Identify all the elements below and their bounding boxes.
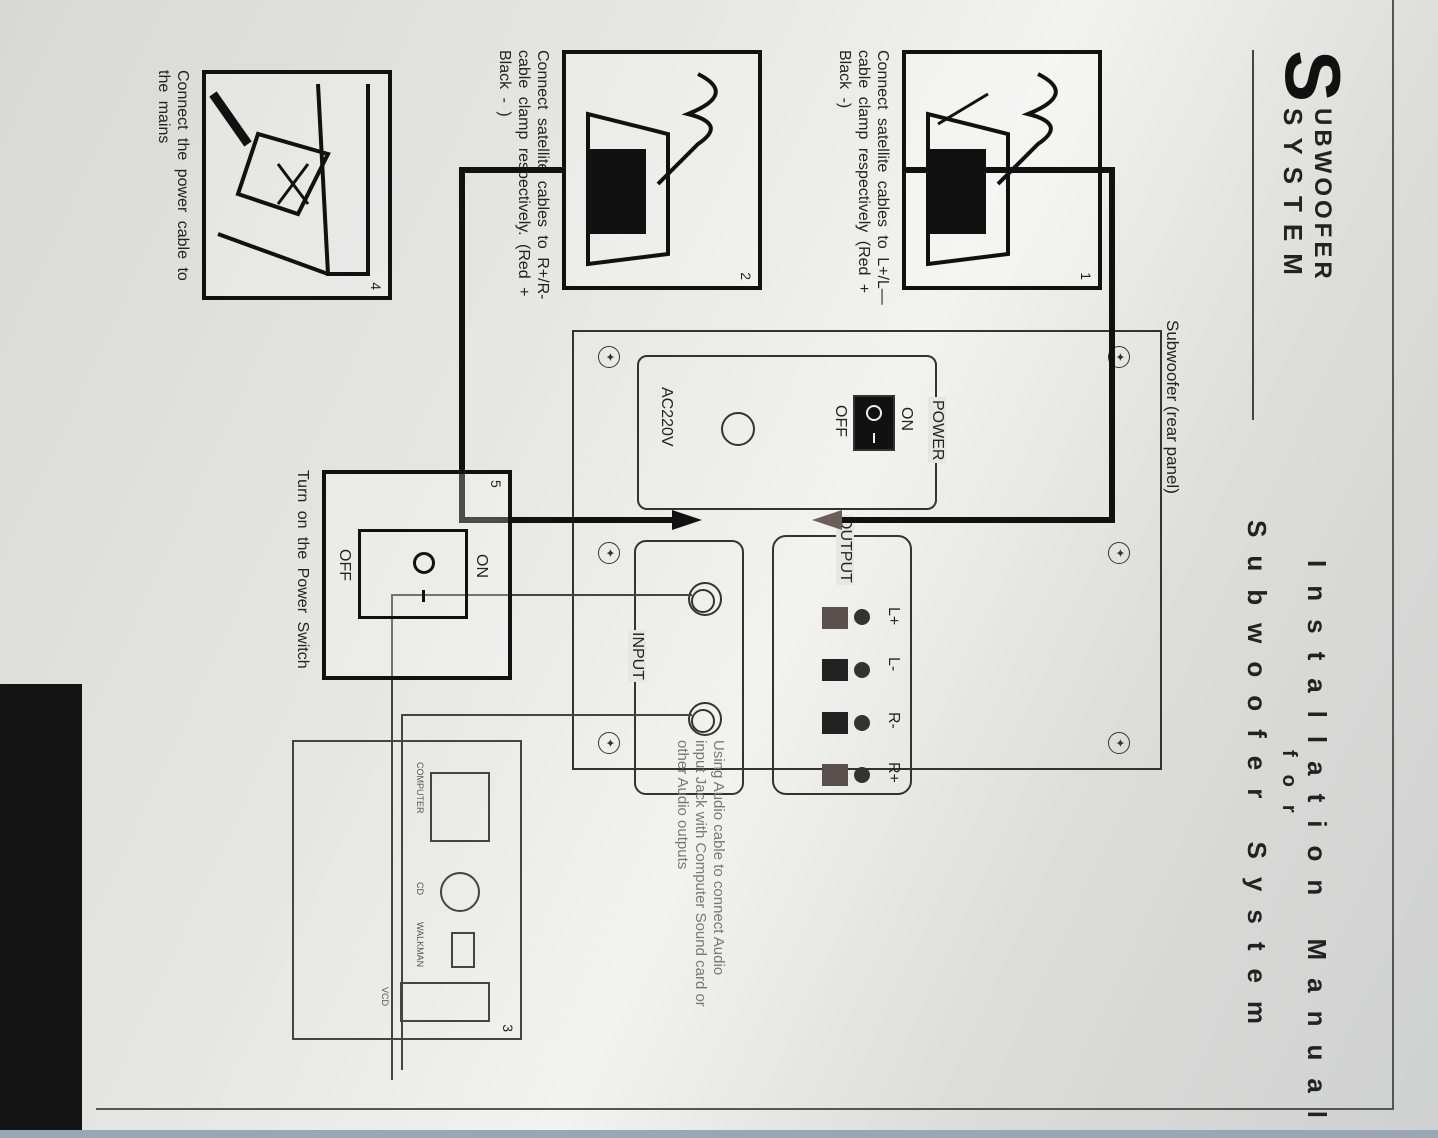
audio-cable-left: [391, 594, 692, 1080]
step-3-caption: Using Audio cable to connect Audio input…: [674, 740, 727, 1007]
background-strip: [0, 1130, 1438, 1138]
computer-monitor-icon: [430, 772, 490, 842]
power-plug-icon: [209, 83, 370, 276]
manual-page: S UBWOOFER SYSTEM Installation Manual fo…: [92, 0, 1392, 1136]
satellite-speaker-icon: [586, 72, 718, 267]
cd-player-icon: [440, 872, 480, 912]
step-2-illustration: 2: [562, 50, 762, 290]
background-table-edge: [0, 684, 82, 1138]
connection-wires: [391, 167, 1115, 1080]
step-5-on-label: ON: [473, 554, 490, 578]
step1-to-l-terminal-cable: [832, 167, 1115, 523]
vcd-player-icon: [400, 982, 490, 1022]
device-cd-label: CD: [415, 882, 425, 895]
step-5-caption: Turn on the Power Switch: [294, 470, 311, 669]
step-5-number: 5: [488, 480, 504, 488]
arrow-to-r-terminal: [672, 510, 702, 530]
step2-to-r-terminal-cable: [459, 167, 682, 523]
rocker-switch-icon: [358, 529, 468, 619]
step-3-illustration: 3 COMPUTER CD WALKMAN VCD: [292, 740, 522, 1040]
audio-cable-right: [401, 714, 692, 1070]
step-4-illustration: 4: [202, 70, 392, 300]
device-computer-label: COMPUTER: [415, 762, 425, 814]
step-3-number: 3: [500, 1024, 516, 1032]
page-border: [96, 0, 1394, 1110]
step-5-off-label: OFF: [336, 549, 353, 581]
arrow-to-l-terminal: [812, 510, 842, 530]
step-5-illustration: 5 ON OFF: [322, 470, 512, 680]
device-vcd-label: VCD: [380, 987, 390, 1007]
walkman-icon: [451, 932, 475, 968]
device-walkman-label: WALKMAN: [415, 922, 425, 968]
